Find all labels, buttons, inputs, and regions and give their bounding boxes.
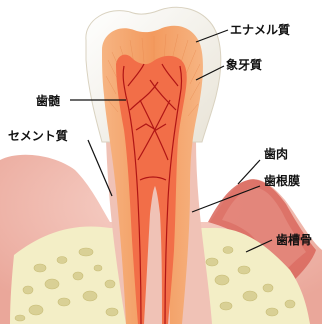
label-dentin: 象牙質 <box>226 58 262 72</box>
label-cementum: セメント質 <box>8 129 68 143</box>
label-periodontal-ligament: 歯根膜 <box>264 174 300 188</box>
label-alveolar-bone: 歯槽骨 <box>276 233 312 247</box>
label-pulp: 歯髄 <box>36 94 60 108</box>
label-enamel: エナメル質 <box>230 23 290 37</box>
label-gingiva: 歯肉 <box>264 147 288 161</box>
